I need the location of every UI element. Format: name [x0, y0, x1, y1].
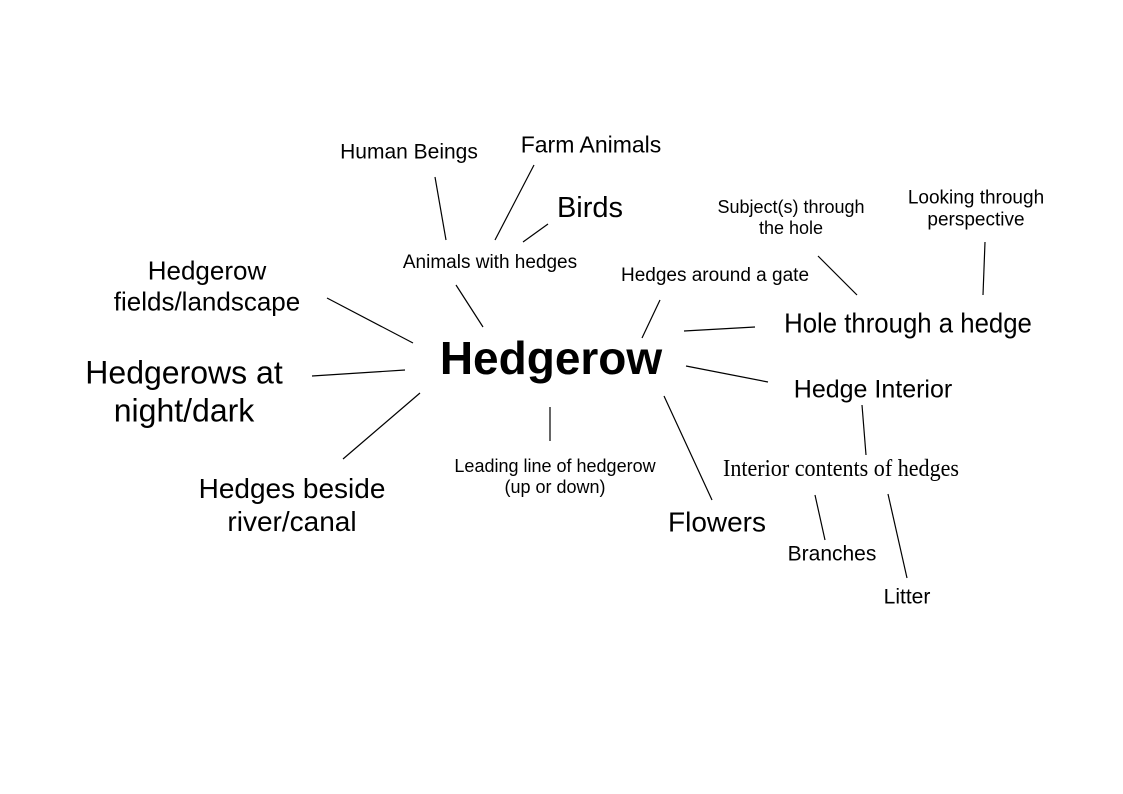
node-hedges-around-gate: Hedges around a gate — [620, 264, 810, 286]
connector-hedges-river — [342, 392, 421, 460]
connector-hedges-gate — [641, 299, 661, 339]
node-hedgerow-fields-line2: fields/landscape — [113, 286, 301, 316]
node-animals-with-hedges: Animals with hedges — [402, 251, 578, 273]
node-litter: Litter — [883, 585, 931, 609]
connector-branches — [814, 494, 826, 541]
node-looking-through-line1: Looking through — [907, 187, 1045, 209]
connector-interior-contents — [861, 404, 867, 456]
connector-looking-through — [982, 241, 986, 296]
node-hedges-river: Hedges beside river/canal — [199, 472, 386, 538]
connector-hedgerows-night — [311, 369, 406, 377]
node-looking-through: Looking through perspective — [908, 188, 1044, 233]
node-subject-through-hole-line1: Subject(s) through — [717, 196, 865, 217]
connector-hedgerow-fields — [326, 297, 414, 344]
node-human-beings: Human Beings — [340, 140, 478, 164]
connector-hedge-interior — [685, 365, 769, 383]
node-hedgerows-night-line2: night/dark — [113, 392, 255, 428]
central-topic: Hedgerow — [439, 331, 663, 384]
node-hole-through-hedge: Hole through a hedge — [784, 307, 1032, 339]
connector-litter — [887, 493, 908, 579]
connector-subject-hole — [817, 255, 858, 296]
node-hedge-interior: Hedge Interior — [793, 375, 953, 404]
node-hedgerows-night-line1: Hedgerows at — [85, 354, 283, 391]
connector-human-beings — [434, 176, 447, 241]
node-branches: Branches — [787, 542, 877, 566]
node-hedges-river-line1: Hedges beside — [198, 472, 386, 504]
connector-animals-to-center — [455, 284, 484, 328]
connector-farm-animals — [494, 164, 535, 241]
node-leading-line-line2: (up or down) — [504, 477, 606, 497]
node-hedgerow-fields-line1: Hedgerow — [147, 255, 267, 286]
node-leading-line-line1: Leading line of hedgerow — [454, 455, 656, 476]
node-hedgerows-night: Hedgerows at night/dark — [85, 354, 282, 430]
node-hedgerow-fields: Hedgerow fields/landscape — [114, 255, 300, 316]
connector-birds — [522, 223, 549, 243]
node-flowers: Flowers — [667, 506, 767, 538]
node-birds: Birds — [556, 191, 624, 224]
connector-hole-through — [683, 326, 756, 332]
node-looking-through-line2: perspective — [927, 210, 1025, 231]
node-leading-line: Leading line of hedgerow (up or down) — [454, 456, 655, 498]
node-subject-through-hole: Subject(s) through the hole — [717, 197, 864, 239]
node-farm-animals: Farm Animals — [520, 131, 662, 158]
connector-flowers — [663, 395, 713, 501]
node-interior-contents: Interior contents of hedges — [722, 455, 960, 482]
node-hedges-river-line2: river/canal — [227, 506, 357, 537]
node-subject-through-hole-line2: the hole — [758, 218, 824, 238]
